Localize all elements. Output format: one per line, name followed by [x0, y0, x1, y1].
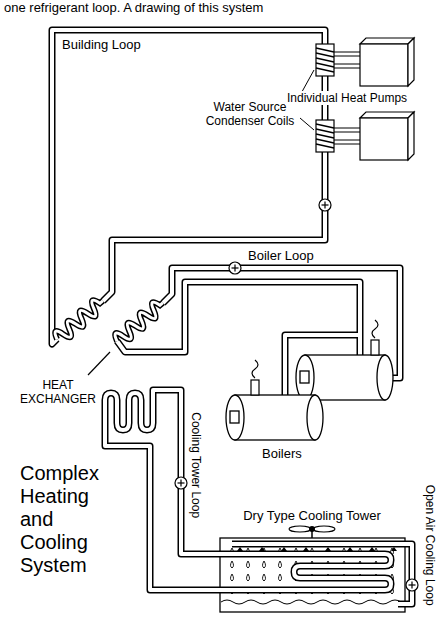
part-label: Individual Heat Pumps: [285, 91, 409, 105]
diagram-title: Complex Heating and Cooling System: [20, 462, 120, 577]
part-label: HEAT EXCHANGER: [18, 378, 98, 407]
pipe-loops: [52, 30, 412, 604]
loop-label: Building Loop: [62, 37, 141, 53]
part-label: Dry Type Cooling Tower: [232, 508, 392, 524]
boilers: [226, 320, 393, 440]
part-label: Boilers: [262, 446, 302, 462]
cropped-text: one refrigerant loop. A drawing of this …: [4, 0, 263, 16]
loop-label: Cooling Tower Loop: [189, 412, 203, 518]
spray-nozzles: [237, 547, 397, 551]
pump-symbols: [175, 199, 418, 591]
heat-exchanger: [53, 295, 168, 375]
loop-label: Open Air Cooling Loop: [422, 485, 436, 606]
part-label: Water Source Condenser Coils: [205, 100, 295, 129]
loop-label: Boiler Loop: [248, 248, 314, 264]
